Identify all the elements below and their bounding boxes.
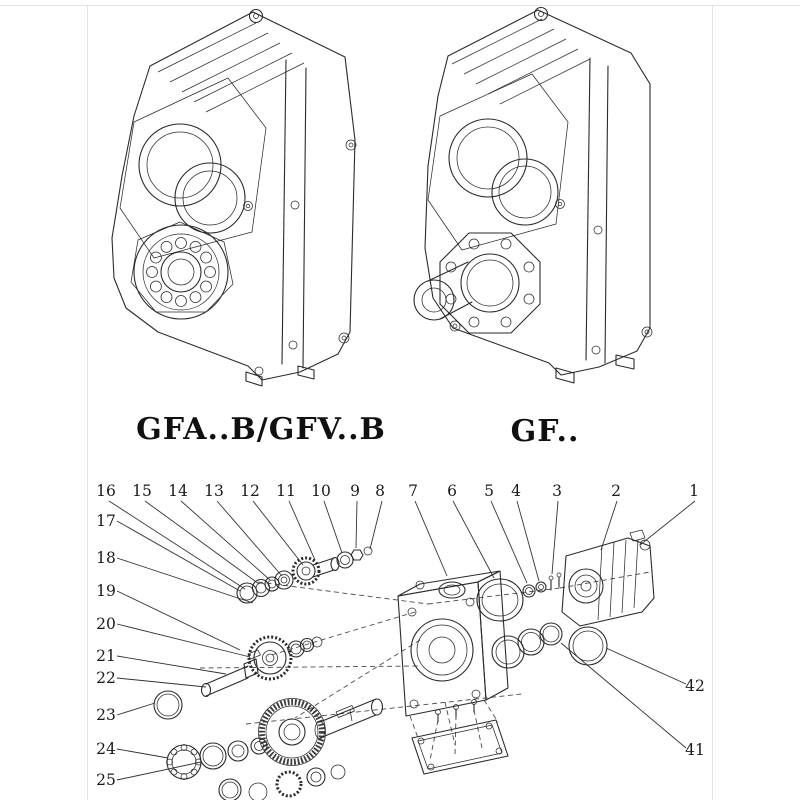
gearbox-drawing-gfab [111,8,357,387]
callout-8: 8 [375,482,385,500]
callout-13: 13 [204,482,224,500]
callout-leader-lines [108,500,696,781]
callout-42: 42 [685,677,705,695]
part-output-gear-shaft [258,698,384,766]
output-shaft [413,261,473,321]
part-cover-plate [411,699,509,775]
exploded-diagram: 16 15 14 13 12 11 10 9 8 7 6 5 4 3 2 1 1… [96,482,705,800]
callout-25: 25 [96,771,116,789]
callout-1: 1 [689,482,699,500]
part-intermediate-shaft [200,635,323,698]
callout-17: 17 [96,512,116,530]
callout-15: 15 [132,482,152,500]
callout-23: 23 [96,706,116,724]
cooling-ribs [451,18,591,105]
callout-11: 11 [276,482,296,500]
bearing-detail [130,221,234,320]
figure-caption-gf: GF.. [510,414,580,449]
page-edge-lines [0,5,800,800]
callout-5: 5 [484,482,494,500]
callout-10: 10 [311,482,331,500]
part-snap-ring [153,690,183,720]
callout-16: 16 [96,482,116,500]
part-input-shaft-cluster [236,546,373,604]
callout-20: 20 [96,615,116,633]
callout-18: 18 [96,549,116,567]
part-housing [397,570,509,717]
figure-caption-gfab: GFA..B/GFV..B [136,412,386,447]
callout-19: 19 [96,582,116,600]
callout-6: 6 [447,482,457,500]
cooling-ribs [157,22,305,113]
callout-9: 9 [350,482,360,500]
callout-2: 2 [611,482,621,500]
callout-22: 22 [96,669,116,687]
part-seal-gasket [476,572,562,622]
assembly-axis-lines [199,571,651,761]
gearbox-drawing-gf [413,6,653,384]
callout-21: 21 [96,647,116,665]
callout-4: 4 [511,482,521,500]
callout-numbers: 16 15 14 13 12 11 10 9 8 7 6 5 4 3 2 1 1… [96,482,705,789]
part-retaining-rings [491,622,608,669]
callout-41: 41 [685,741,705,759]
callout-24: 24 [96,740,116,758]
part-bearing-row [166,737,346,800]
callout-7: 7 [408,482,418,500]
output-flange [439,232,541,334]
callout-14: 14 [168,482,188,500]
part-motor-unit [561,529,655,627]
callout-12: 12 [240,482,260,500]
callout-3: 3 [552,482,562,500]
